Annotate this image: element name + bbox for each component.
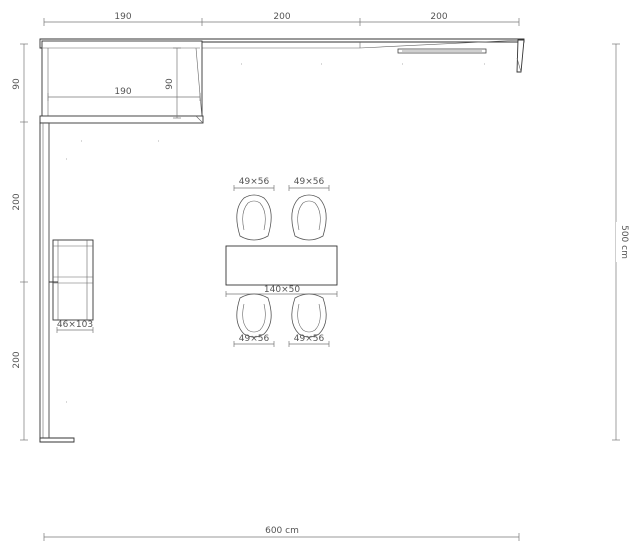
chair-label-bottom-left: 49×56 bbox=[239, 334, 270, 344]
left-counter-run bbox=[39, 122, 75, 443]
left-dimension-line bbox=[20, 43, 28, 441]
chair-label-top-right: 49×56 bbox=[294, 177, 325, 187]
chair-bottom-right bbox=[291, 293, 327, 338]
upper-cabinet-width-label: 190 bbox=[114, 87, 131, 97]
overall-width-label: 600 cm bbox=[265, 526, 299, 536]
top-dimension-2: 200 bbox=[273, 12, 290, 22]
top-dimension-1: 190 bbox=[114, 12, 131, 22]
top-dimension-line bbox=[43, 18, 520, 26]
left-dimension-2: 200 bbox=[12, 193, 22, 210]
bottom-dimension-line bbox=[43, 533, 520, 541]
left-dimension-1: 90 bbox=[12, 78, 22, 90]
chair-top-right bbox=[291, 194, 327, 241]
chair-label-top-left: 49×56 bbox=[239, 177, 270, 187]
appliance-dimension-label: 46×103 bbox=[57, 320, 93, 330]
chair-top-left bbox=[236, 194, 272, 241]
chair-dim-lines bbox=[233, 185, 330, 347]
table-dimension-label: 140×50 bbox=[264, 285, 300, 295]
appliance-dimension-line bbox=[56, 327, 94, 333]
overall-depth-label: 500 cm bbox=[619, 225, 629, 259]
upper-cabinet bbox=[39, 40, 204, 124]
left-dimension-3: 200 bbox=[12, 351, 22, 368]
counter-marks bbox=[66, 63, 485, 403]
top-dimension-3: 200 bbox=[430, 12, 447, 22]
dining-table bbox=[225, 245, 338, 286]
chair-label-bottom-right: 49×56 bbox=[294, 334, 325, 344]
upper-cabinet-depth-dim bbox=[173, 47, 181, 119]
appliance-unit bbox=[49, 239, 94, 321]
chair-bottom-left bbox=[236, 293, 272, 338]
cooktop-hood bbox=[397, 48, 487, 54]
upper-cabinet-width-dim bbox=[47, 93, 201, 101]
table-dimension-line bbox=[225, 291, 338, 297]
upper-cabinet-depth-label: 90 bbox=[165, 78, 175, 90]
